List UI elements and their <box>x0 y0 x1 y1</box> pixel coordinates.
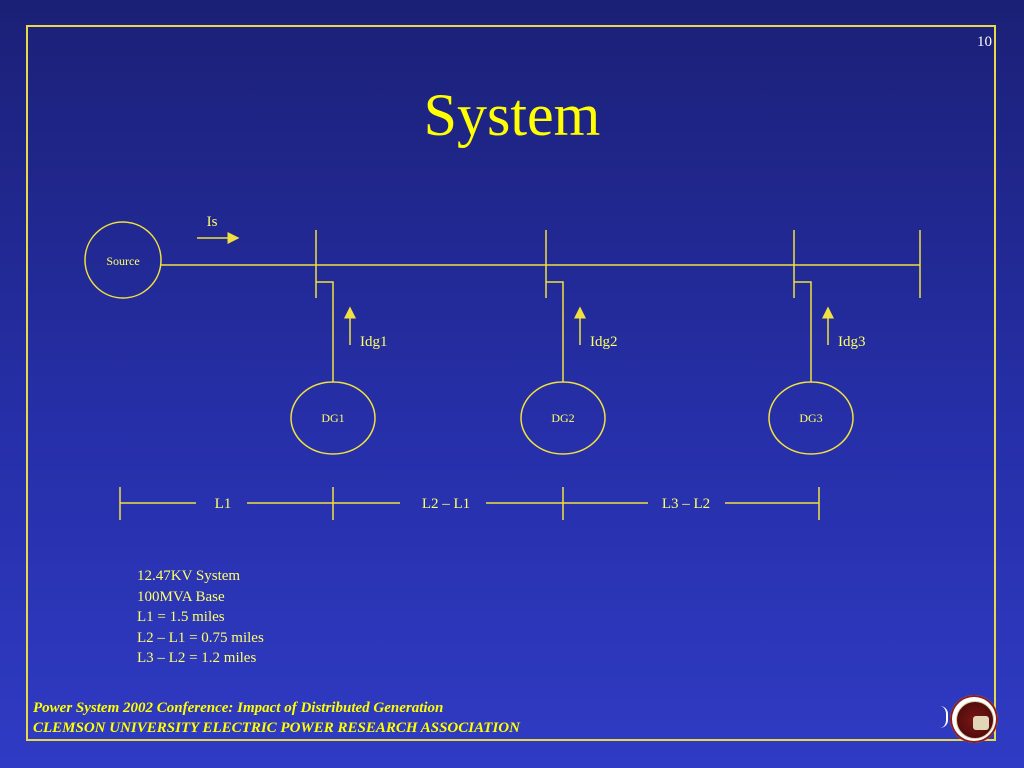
spec-line: L2 – L1 = 0.75 miles <box>137 629 264 646</box>
dg3-tap <box>793 230 812 382</box>
segment-label-l1: L1 <box>215 496 232 512</box>
dg3-label: DG3 <box>799 411 822 425</box>
dg2-current-label: Idg2 <box>590 334 618 350</box>
slide-footer: Power System 2002 Conference: Impact of … <box>33 698 520 738</box>
source-label: Source <box>106 254 139 268</box>
spec-line: L1 = 1.5 miles <box>137 609 225 625</box>
seal-center <box>956 701 994 739</box>
slide-title: System <box>423 82 601 148</box>
dg1-label: DG1 <box>321 411 344 425</box>
seal-bracket <box>940 706 948 728</box>
source-circle <box>84 221 162 299</box>
dg2-tap <box>545 230 564 382</box>
seal-emblem <box>973 716 989 730</box>
spec-line: 100MVA Base <box>137 588 225 605</box>
dg3-current-label: Idg3 <box>838 334 866 350</box>
dg2-label: DG2 <box>551 411 574 425</box>
dg1-current-label: Idg1 <box>360 334 388 350</box>
spec-line: 12.47KV System <box>137 568 241 584</box>
university-seal-logo <box>950 695 998 743</box>
slide-frame <box>26 25 996 741</box>
dg3-circle <box>768 381 854 455</box>
dg1-circle <box>290 381 376 455</box>
distance-dimension <box>119 487 820 520</box>
page-number: 10 <box>977 34 992 50</box>
segment-label-l2-l1: L2 – L1 <box>422 496 470 512</box>
dg2-circle <box>520 381 606 455</box>
footer-line-2: CLEMSON UNIVERSITY ELECTRIC POWER RESEAR… <box>33 720 520 736</box>
segment-label-l3-l2: L3 – L2 <box>662 496 710 512</box>
footer-line-1: Power System 2002 Conference: Impact of … <box>33 700 444 716</box>
source-current-label: Is <box>207 214 218 230</box>
spec-line: L3 – L2 = 1.2 miles <box>137 650 257 666</box>
system-specs: 12.47KV System 100MVA Base L1 = 1.5 mile… <box>137 566 264 669</box>
dg1-tap <box>315 230 334 382</box>
